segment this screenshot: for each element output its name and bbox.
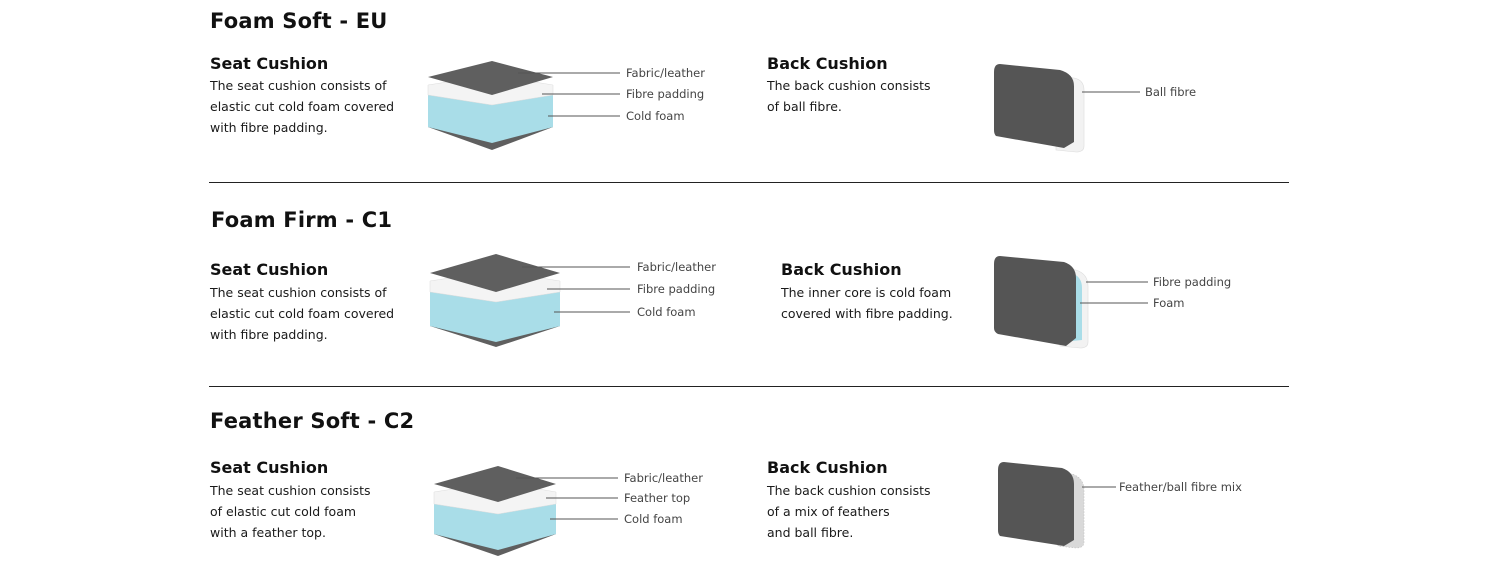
desc-line: The inner core is cold foam: [781, 285, 952, 300]
desc-line: with fibre padding.: [210, 327, 328, 342]
seat-cushion-heading: Seat Cushion: [210, 260, 329, 279]
diagram-label: Feather/ball fibre mix: [1119, 480, 1242, 494]
desc-line: The back cushion consists: [767, 78, 931, 93]
back-cushion-description: The back cushion consists of ball fibre.: [767, 75, 931, 117]
diagram-label: Cold foam: [637, 305, 696, 319]
cold-foam-layer: [430, 284, 560, 342]
seat-cushion-diagram: Fabric/leather Feather top Cold foam: [433, 466, 703, 556]
diagram-label: Fibre padding: [637, 282, 715, 296]
back-cushion-heading: Back Cushion: [767, 458, 888, 477]
seat-cushion-heading: Seat Cushion: [210, 54, 329, 73]
desc-line: and ball fibre.: [767, 525, 854, 540]
desc-line: The seat cushion consists of: [210, 78, 387, 93]
section-divider: [209, 386, 1289, 387]
diagram-label: Ball fibre: [1145, 85, 1196, 99]
back-cushion-description: The inner core is cold foam covered with…: [781, 282, 953, 324]
back-cushion-diagram: Fibre padding Foam: [994, 256, 1231, 349]
diagram-label: Fibre padding: [626, 87, 704, 101]
back-cushion-diagram: Feather/ball fibre mix: [998, 462, 1242, 549]
back-cushion-shell: [998, 462, 1074, 546]
desc-line: The seat cushion consists of: [210, 285, 387, 300]
section-title: Feather Soft - C2: [210, 409, 415, 433]
desc-line: of a mix of feathers: [767, 504, 890, 519]
desc-line: covered with fibre padding.: [781, 306, 953, 321]
diagram-label: Fabric/leather: [626, 66, 705, 80]
seat-cushion-description: The seat cushion consists of elastic cut…: [210, 480, 371, 543]
cold-foam-layer: [428, 87, 553, 143]
diagram-label: Cold foam: [624, 512, 683, 526]
diagram-label: Cold foam: [626, 109, 685, 123]
section-title: Foam Firm - C1: [211, 208, 393, 232]
diagram-label: Foam: [1153, 296, 1185, 310]
desc-line: The seat cushion consists: [210, 483, 371, 498]
seat-cushion-heading: Seat Cushion: [210, 458, 329, 477]
fabric-top-layer: [430, 254, 560, 292]
desc-line: with fibre padding.: [210, 120, 328, 135]
seat-cushion-diagram: Fabric/leather Fibre padding Cold foam: [429, 254, 716, 347]
desc-line: with a feather top.: [210, 525, 326, 540]
section-title: Foam Soft - EU: [210, 9, 388, 33]
back-cushion-heading: Back Cushion: [781, 260, 902, 279]
section-divider: [209, 182, 1289, 183]
fabric-top-layer: [434, 466, 556, 502]
back-cushion-shell: [994, 64, 1074, 148]
desc-line: The back cushion consists: [767, 483, 931, 498]
desc-line: elastic cut cold foam covered: [210, 306, 395, 321]
diagram-label: Feather top: [624, 491, 690, 505]
diagram-label: Fabric/leather: [637, 260, 716, 274]
desc-line: of ball fibre.: [767, 99, 842, 114]
desc-line: of elastic cut cold foam: [210, 504, 357, 519]
diagram-label: Fabric/leather: [624, 471, 703, 485]
back-cushion-heading: Back Cushion: [767, 54, 888, 73]
seat-cushion-description: The seat cushion consists of elastic cut…: [210, 75, 394, 138]
fabric-top-layer: [428, 61, 553, 95]
back-cushion-diagram: Ball fibre: [994, 64, 1196, 153]
diagram-label: Fibre padding: [1153, 275, 1231, 289]
desc-line: elastic cut cold foam covered: [210, 99, 395, 114]
back-cushion-shell: [994, 256, 1076, 346]
seat-cushion-diagram: Fabric/leather Fibre padding Cold foam: [427, 61, 705, 150]
back-cushion-description: The back cushion consists of a mix of fe…: [767, 480, 931, 543]
seat-cushion-description: The seat cushion consists of elastic cut…: [210, 282, 394, 345]
